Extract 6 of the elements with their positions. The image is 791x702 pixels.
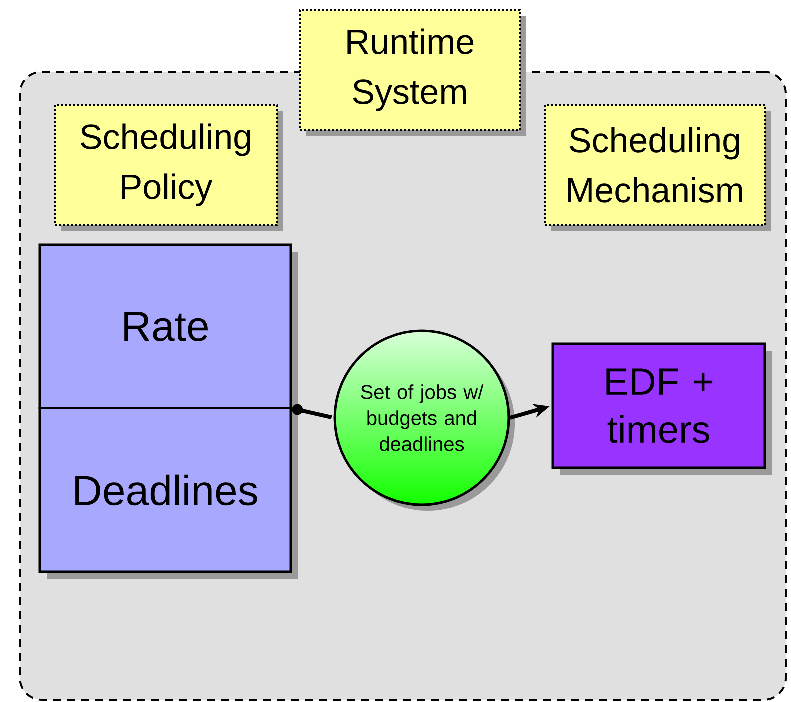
label-box: Scheduling Policy: [54, 104, 283, 231]
process-box: EDF + timers: [552, 342, 772, 475]
label-box: Runtime System: [299, 9, 526, 136]
split-box: Rate Deadlines: [38, 244, 298, 579]
arrow: [292, 404, 332, 420]
label-box: Scheduling Mechanism: [544, 104, 771, 231]
